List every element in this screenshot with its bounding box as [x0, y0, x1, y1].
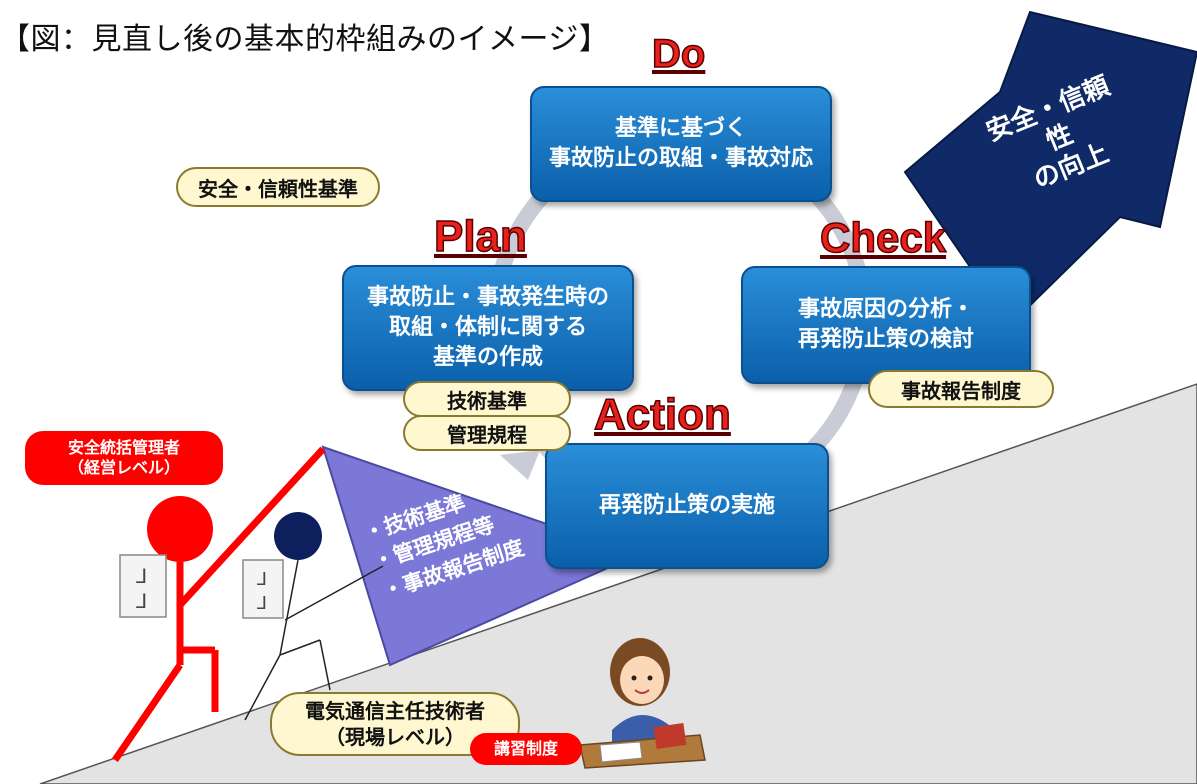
do-box-line: 基準に基づく [614, 116, 747, 142]
do-box-line: 事故防止の取組・事故対応 [548, 146, 813, 171]
action-box: 再発防止策の実施 [545, 443, 829, 569]
accident-report-pill: 事故報告制度 [868, 370, 1054, 408]
cycle-arrowhead [500, 450, 540, 480]
check-box-line: 事故原因の分析・ [797, 297, 974, 323]
check-box-line: 再発防止策の検討 [797, 327, 974, 352]
check-box: 事故原因の分析・ 再発防止策の検討 [741, 266, 1031, 384]
svg-text:ᒧ: ᒧ [135, 589, 147, 613]
action-box-line: 再発防止策の実施 [598, 493, 775, 519]
svg-text:ᒧ: ᒧ [256, 569, 267, 590]
plan-box-line: 事故防止・事故発生時の [366, 285, 609, 311]
rock-triangle [321, 445, 640, 667]
phase-label-action: Action [593, 389, 731, 440]
do-box: 基準に基づく 事故防止の取組・事故対応 [530, 86, 832, 202]
trainee-illustration [579, 638, 706, 769]
training-badge: 講習制度 [470, 733, 582, 765]
phase-label-plan: Plan [433, 211, 527, 262]
tech-standard-pill: 技術基準 [403, 381, 571, 417]
phase-label-do: Do [651, 31, 706, 77]
figure-title: 【図：見直し後の基本的枠組みのイメージ】 [0, 22, 610, 57]
management-rules-pill: 管理規程 [403, 415, 571, 451]
phase-label-check: Check [819, 213, 947, 262]
plan-box-line: 取組・体制に関する [388, 315, 587, 341]
safety-standard-pill: 安全・信頼性基準 [176, 167, 380, 207]
manager-figure [112, 446, 326, 762]
engineer-role-line: 電気通信主任技術者 [305, 699, 485, 723]
plan-box-line: 基準の作成 [432, 344, 543, 370]
engineer-figure [244, 512, 384, 721]
plan-box: 事故防止・事故発生時の 取組・体制に関する 基準の作成 [342, 265, 634, 391]
manager-role-badge: 安全統括管理者 （経営レベル） [25, 431, 223, 485]
svg-text:ᒧ: ᒧ [256, 593, 267, 614]
sweat-card-1: ᒧ ᒧ [119, 554, 167, 618]
engineer-role-line: （現場レベル） [325, 725, 465, 749]
sweat-card-2: ᒧ ᒧ [242, 559, 284, 619]
manager-role-line: 安全統括管理者 [67, 438, 180, 457]
manager-role-line: （経営レベル） [67, 458, 180, 477]
svg-text:ᒧ: ᒧ [135, 564, 147, 588]
